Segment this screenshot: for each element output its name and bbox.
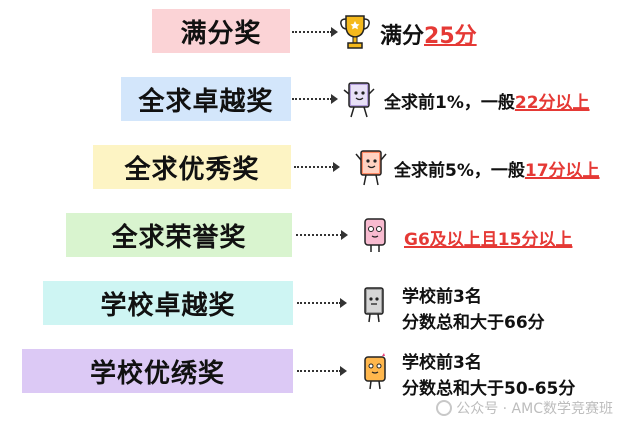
arrow <box>292 27 338 37</box>
award-label-global-excellence: 全求卓越奖 <box>121 77 291 121</box>
arrow <box>296 230 348 240</box>
arrow <box>294 162 340 172</box>
award-label-school-excellence: 学校卓越奖 <box>43 281 293 325</box>
desc-highlight: 22分以上 <box>514 93 590 113</box>
award-label-global-merit: 全求优秀奖 <box>93 145 291 189</box>
trophy-icon <box>338 12 372 52</box>
award-desc-full-score: 满分25分 <box>380 24 477 49</box>
wechat-icon <box>436 400 453 416</box>
watermark: 公众号 · AMC数学竞赛班 <box>436 398 613 418</box>
book-character-icon <box>354 148 388 188</box>
award-label-full-score: 满分奖 <box>152 9 290 53</box>
award-desc-global-excellence: 全求前1%，一般22分以上 <box>384 93 590 113</box>
arrow <box>292 94 338 104</box>
arrow <box>297 298 347 308</box>
award-label-school-merit: 学校优绣奖 <box>22 349 293 393</box>
watermark-text: 公众号 · AMC数学竞赛班 <box>456 401 613 417</box>
book-character-icon <box>342 80 376 120</box>
arrow <box>297 366 347 376</box>
desc-highlight: G6及以上且15分以上 <box>404 230 573 250</box>
award-desc-school-excellence: 学校前3名 分数总和大于66分 <box>402 287 545 333</box>
book-character-icon <box>358 352 392 392</box>
book-character-icon <box>358 215 392 255</box>
desc-highlight: 25分 <box>424 24 477 49</box>
book-character-icon <box>357 285 391 325</box>
award-label-global-honor: 全求荣誉奖 <box>66 213 292 257</box>
desc-highlight: 17分以上 <box>524 161 600 181</box>
award-desc-global-merit: 全求前5%，一般17分以上 <box>394 161 600 181</box>
award-desc-school-merit: 学校前3名 分数总和大于50-65分 <box>402 353 576 399</box>
award-desc-global-honor: G6及以上且15分以上 <box>404 225 572 250</box>
